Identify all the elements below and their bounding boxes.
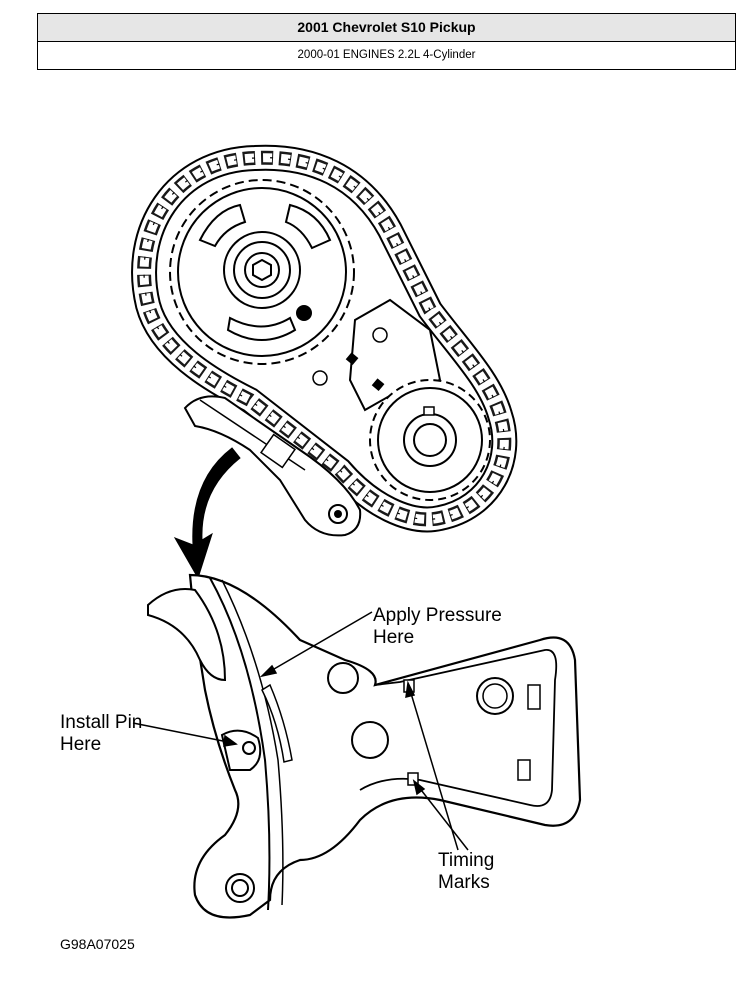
vehicle-title: 2001 Chevrolet S10 Pickup (38, 14, 735, 42)
timing-mark-lower (371, 378, 385, 392)
engine-subtitle: 2000-01 ENGINES 2.2L 4-Cylinder (297, 49, 476, 61)
timing-mark-lower-enlarged (407, 772, 419, 786)
camshaft-sprocket (169, 179, 355, 365)
label-timing-marks: Timing Marks (438, 850, 495, 893)
upper-tensioner (183, 395, 362, 537)
timing-chain (131, 144, 518, 533)
label-install-pin: Install Pin Here (60, 712, 143, 755)
cam-timing-dot (296, 305, 312, 321)
timing-mark-upper (345, 352, 359, 366)
crankshaft-sprocket (369, 379, 491, 501)
label-apply-pressure: Apply Pressure Here (373, 605, 502, 648)
document-header: 2001 Chevrolet S10 Pickup 2000-01 ENGINE… (37, 13, 736, 70)
figure-id: G98A07025 (60, 936, 135, 952)
tensioner-enlarged (147, 573, 582, 919)
install-pin-hole (242, 741, 256, 755)
leader-lines (132, 611, 469, 851)
direction-arrow (173, 447, 241, 580)
